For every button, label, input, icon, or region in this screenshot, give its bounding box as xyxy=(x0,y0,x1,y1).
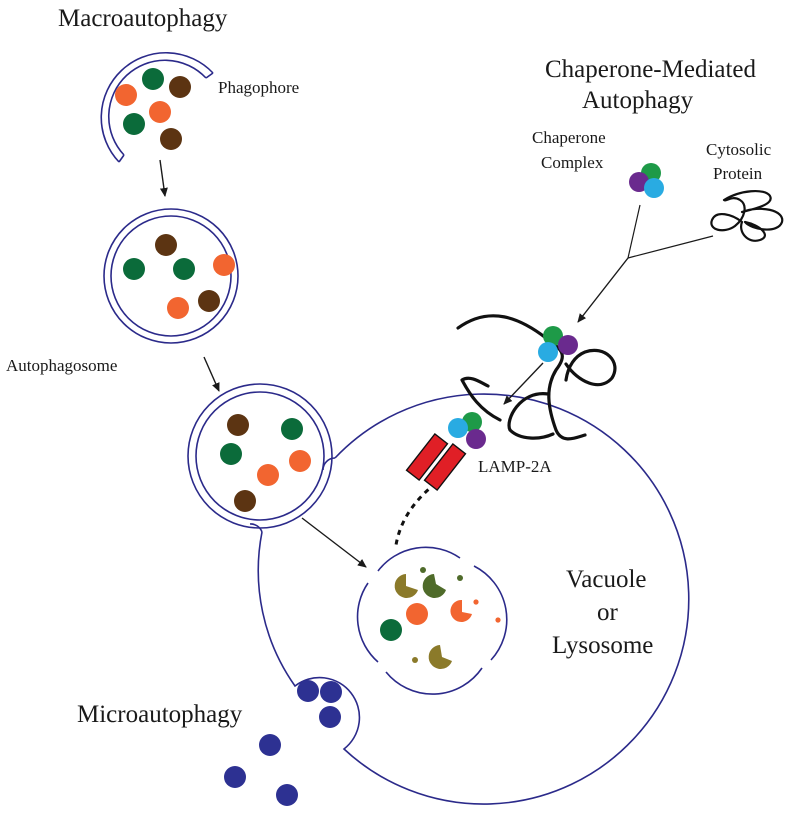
lamp2a-channel xyxy=(405,432,467,492)
micro-particle xyxy=(320,681,342,703)
cargo-green xyxy=(281,418,303,440)
arrow-to-lamp xyxy=(503,362,544,405)
arrow-to-fusion xyxy=(203,356,220,392)
fragment xyxy=(457,575,463,581)
microautophagy-label: Microautophagy xyxy=(77,701,243,728)
micro-particle xyxy=(224,766,246,788)
cargo-brown xyxy=(234,490,256,512)
arrow-to-binding xyxy=(577,257,629,323)
autophagosome xyxy=(103,208,239,344)
vacuole-label-line1: Vacuole xyxy=(566,566,647,593)
cargo-orange xyxy=(213,254,235,276)
microautophagy-cargo xyxy=(224,680,342,806)
vacuole-membrane xyxy=(257,393,690,805)
cargo-orange xyxy=(167,297,189,319)
micro-particle xyxy=(276,784,298,806)
cargo-green xyxy=(220,443,242,465)
cargo-green xyxy=(123,113,145,135)
cargo-brown xyxy=(169,76,191,98)
cargo-green xyxy=(123,258,145,280)
degraded-cargo xyxy=(422,574,446,598)
degraded-cargo xyxy=(428,645,452,669)
cargo-orange xyxy=(289,450,311,472)
cargo-orange xyxy=(406,603,428,625)
degrading-vesicle xyxy=(356,546,508,695)
join-line-chaperone xyxy=(627,204,641,259)
chaperone-on-substrate xyxy=(538,326,578,362)
cargo-brown xyxy=(198,290,220,312)
cargo-brown xyxy=(155,234,177,256)
arrow-phagophore-to-autophagosome xyxy=(159,159,168,197)
cma-title-line1: Chaperone-Mediated xyxy=(545,56,757,83)
autophagosome-label: Autophagosome xyxy=(6,356,117,375)
macroautophagy-label: Macroautophagy xyxy=(58,5,228,32)
cargo-brown xyxy=(160,128,182,150)
cytosolic-label-line1: Cytosolic xyxy=(706,140,772,159)
chaperone-complex xyxy=(629,163,664,198)
cargo-green xyxy=(380,619,402,641)
vacuole-label-line2: or xyxy=(597,599,619,626)
cytosolic-label-line2: Protein xyxy=(713,164,763,183)
fusing-autophagosome xyxy=(187,383,333,529)
substrate-protein-chain xyxy=(456,314,617,441)
fragment xyxy=(412,657,418,663)
chaperone-at-lamp xyxy=(448,412,486,449)
fragment xyxy=(420,567,426,573)
phagophore xyxy=(100,51,214,163)
cargo-green xyxy=(142,68,164,90)
degraded-cargo xyxy=(394,574,418,598)
fragment xyxy=(495,617,501,623)
vacuole-label-line3: Lysosome xyxy=(552,632,653,659)
fragment xyxy=(473,599,479,605)
cma-title-line2: Autophagy xyxy=(582,87,694,114)
join-line-protein xyxy=(627,235,714,259)
cargo-orange xyxy=(115,84,137,106)
micro-particle xyxy=(297,680,319,702)
cargo-brown xyxy=(227,414,249,436)
cargo-orange xyxy=(149,101,171,123)
micro-particle xyxy=(319,706,341,728)
cytosolic-protein xyxy=(710,190,784,242)
cargo-orange xyxy=(257,464,279,486)
arrow-to-degradation xyxy=(301,517,367,568)
phagophore-label: Phagophore xyxy=(218,78,299,97)
translocating-protein xyxy=(394,481,437,546)
chaperone-label-line2: Complex xyxy=(541,153,604,172)
micro-particle xyxy=(259,734,281,756)
chaperone-label-line1: Chaperone xyxy=(532,128,606,147)
cargo-green xyxy=(173,258,195,280)
lamp-label: LAMP-2A xyxy=(478,457,552,476)
degraded-cargo xyxy=(450,599,472,622)
